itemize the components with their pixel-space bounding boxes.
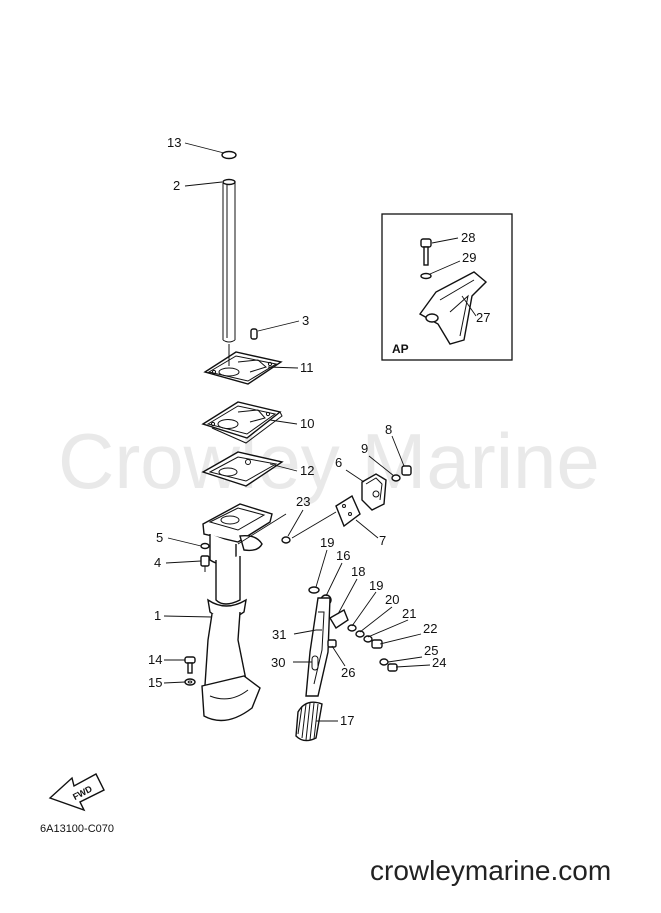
callout-21[interactable]: 21 <box>402 606 416 621</box>
part-28-bolt[interactable] <box>420 238 432 266</box>
callout-4[interactable]: 4 <box>154 555 161 570</box>
callout-17[interactable]: 17 <box>340 713 354 728</box>
callout-5[interactable]: 5 <box>156 530 163 545</box>
callout-23[interactable]: 23 <box>296 494 310 509</box>
part-11-plate[interactable] <box>203 344 283 385</box>
callout-19-lower[interactable]: 19 <box>369 578 383 593</box>
callout-29[interactable]: 29 <box>462 250 476 265</box>
callout-24[interactable]: 24 <box>432 655 446 670</box>
fwd-arrow-icon: FWD <box>48 773 105 812</box>
part-3-pin[interactable] <box>250 328 258 340</box>
inset-box: AP <box>381 213 513 361</box>
part-6-bracket[interactable] <box>361 473 387 511</box>
part-9-washer[interactable] <box>391 474 401 482</box>
callout-2[interactable]: 2 <box>173 178 180 193</box>
part-26-nut[interactable] <box>327 639 337 648</box>
part-13-cap[interactable] <box>221 150 237 160</box>
part-14-bolt[interactable] <box>184 656 196 674</box>
callout-27[interactable]: 27 <box>476 310 490 325</box>
part-10-plate[interactable] <box>201 401 283 444</box>
part-23-pin[interactable] <box>281 536 291 544</box>
callout-6[interactable]: 6 <box>335 455 342 470</box>
leader-lines <box>163 142 477 722</box>
callout-9[interactable]: 9 <box>361 441 368 456</box>
part-4-bolt[interactable] <box>200 555 210 572</box>
callout-3[interactable]: 3 <box>302 313 309 328</box>
part-12-gasket[interactable] <box>201 451 284 487</box>
part-19-washer-upper[interactable] <box>308 586 320 594</box>
part-1-bracket[interactable] <box>201 503 287 722</box>
callout-11[interactable]: 11 <box>300 360 314 375</box>
part-7-plate[interactable] <box>291 494 361 539</box>
callout-13[interactable]: 13 <box>167 135 181 150</box>
callout-14[interactable]: 14 <box>148 652 162 667</box>
callout-15[interactable]: 15 <box>148 675 162 690</box>
callout-12[interactable]: 12 <box>300 463 314 478</box>
part-24-screw[interactable] <box>387 663 398 672</box>
watermark-text: Crowley Marine <box>58 417 600 505</box>
part-29-washer[interactable] <box>420 272 432 280</box>
footer-url[interactable]: crowleymarine.com <box>370 855 611 886</box>
callout-25[interactable]: 25 <box>424 643 438 658</box>
part-27-arm[interactable] <box>418 271 488 345</box>
part-18-plate[interactable] <box>329 608 349 629</box>
callout-8[interactable]: 8 <box>385 422 392 437</box>
callout-19-upper[interactable]: 19 <box>320 535 334 550</box>
callout-16[interactable]: 16 <box>336 548 350 563</box>
callout-7[interactable]: 7 <box>379 533 386 548</box>
part-5-washer[interactable] <box>200 542 210 550</box>
callout-28[interactable]: 28 <box>461 230 475 245</box>
callout-18[interactable]: 18 <box>351 564 365 579</box>
part-31-tiller-arm[interactable] <box>305 597 331 697</box>
callout-10[interactable]: 10 <box>300 416 314 431</box>
callout-20[interactable]: 20 <box>385 592 399 607</box>
part-22-bolt[interactable] <box>371 639 383 649</box>
part-19-washer-lower[interactable] <box>347 624 357 632</box>
inset-label: AP <box>392 342 409 356</box>
part-8-bolt[interactable] <box>401 465 412 476</box>
part-2-shaft[interactable] <box>222 178 236 343</box>
callout-31[interactable]: 31 <box>272 627 286 642</box>
part-17-grip[interactable] <box>295 701 323 742</box>
callout-1[interactable]: 1 <box>154 608 161 623</box>
part-15-washer[interactable] <box>184 678 196 686</box>
part-25-washer[interactable] <box>379 658 389 666</box>
callout-22[interactable]: 22 <box>423 621 437 636</box>
callout-26[interactable]: 26 <box>341 665 355 680</box>
callout-labels: 13 2 3 11 10 12 5 4 1 14 15 23 6 9 8 7 1… <box>148 135 490 728</box>
part-30-slot[interactable] <box>311 655 319 671</box>
part-21-spring[interactable] <box>363 635 373 643</box>
callout-30[interactable]: 30 <box>271 655 285 670</box>
part-20-washer[interactable] <box>355 630 365 638</box>
diagram-code: 6A13100-C070 <box>40 823 114 835</box>
